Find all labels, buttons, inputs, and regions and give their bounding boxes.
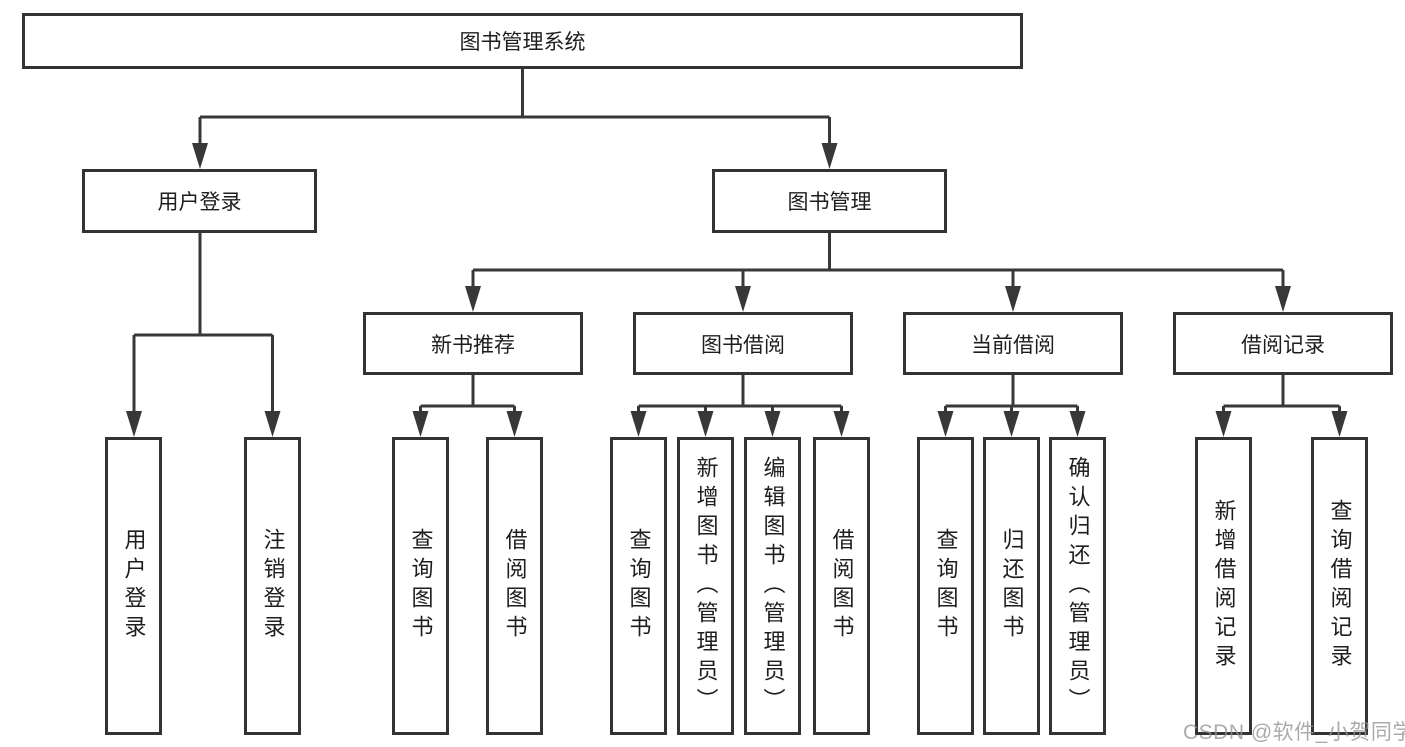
leaf-current-query-book: 查询图书 [917,437,974,735]
node-book-management: 图书管理 [712,169,947,233]
watermark-text: CSDN @软件_小贺同学 [1183,721,1405,744]
leaf-newrec-borrow-book-label: 借阅图书 [502,528,528,644]
leaf-newrec-query-book-label: 查询图书 [408,528,434,644]
leaf-borrow-borrow-book: 借阅图书 [813,437,870,735]
leaf-logout: 注销登录 [244,437,301,735]
leaf-newrec-query-book: 查询图书 [392,437,449,735]
leaf-borrow-query-book-label: 查询图书 [626,528,652,644]
leaf-borrow-edit-book-admin-label: 编辑图书（管理员） [760,455,786,717]
leaf-user-login: 用户登录 [105,437,162,735]
leaf-record-add-record-label: 新增借阅记录 [1211,499,1237,673]
leaf-current-return-book-label: 归还图书 [999,528,1025,644]
node-borrow-record: 借阅记录 [1173,312,1393,375]
leaf-record-query-record: 查询借阅记录 [1311,437,1368,735]
node-user-login: 用户登录 [82,169,317,233]
leaf-borrow-edit-book-admin: 编辑图书（管理员） [744,437,801,735]
node-root-system: 图书管理系统 [22,13,1023,69]
leaf-current-return-book: 归还图书 [983,437,1040,735]
leaf-borrow-add-book-admin: 新增图书（管理员） [677,437,734,735]
leaf-current-query-book-label: 查询图书 [933,528,959,644]
leaf-record-add-record: 新增借阅记录 [1195,437,1252,735]
node-book-borrow: 图书借阅 [633,312,853,375]
leaf-borrow-add-book-admin-label: 新增图书（管理员） [693,455,719,717]
node-current-borrow: 当前借阅 [903,312,1123,375]
leaf-current-confirm-return-admin-label: 确认归还（管理员） [1065,455,1091,717]
leaf-borrow-query-book: 查询图书 [610,437,667,735]
leaf-user-login-label: 用户登录 [121,528,147,644]
leaf-current-confirm-return-admin: 确认归还（管理员） [1049,437,1106,735]
leaf-newrec-borrow-book: 借阅图书 [486,437,543,735]
leaf-borrow-borrow-book-label: 借阅图书 [829,528,855,644]
arrowheads [126,143,1348,437]
leaf-record-query-record-label: 查询借阅记录 [1327,499,1353,673]
node-new-book-recommend: 新书推荐 [363,312,583,375]
leaf-logout-label: 注销登录 [260,528,286,644]
